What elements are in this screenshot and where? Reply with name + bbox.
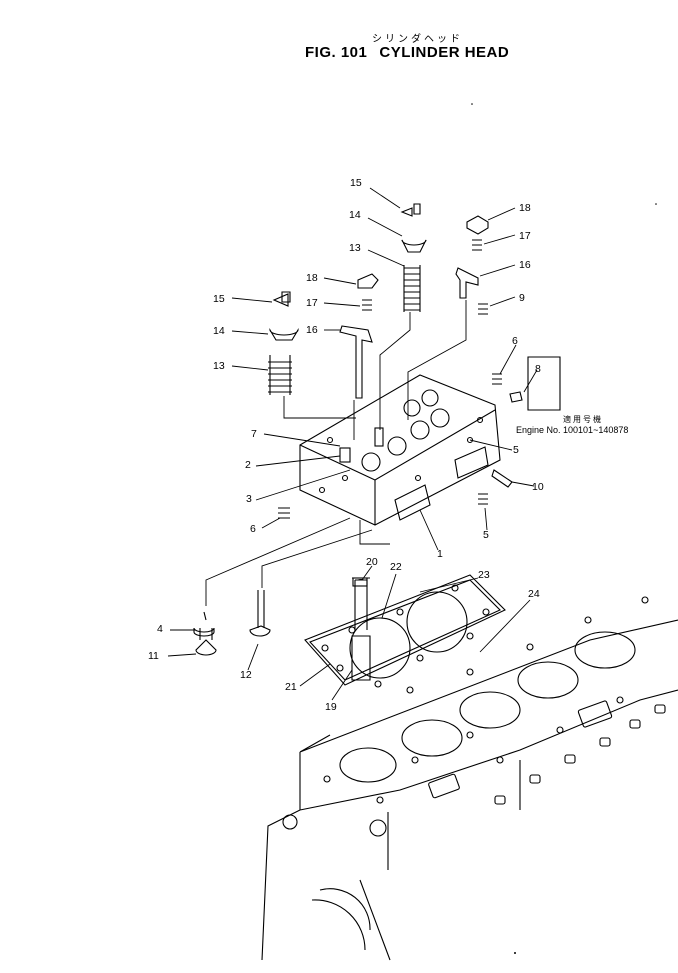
callout-23: 23: [478, 569, 490, 581]
leader-lines: [167, 187, 538, 701]
callout-16: 16: [519, 259, 531, 271]
applicability-label-japanese: 適用号機: [563, 415, 603, 424]
callout-12: 12: [240, 669, 252, 681]
callout-5: 5: [513, 444, 519, 456]
callout-13: 13: [349, 242, 361, 254]
callout-8: 8: [535, 363, 541, 375]
callout-10: 10: [532, 481, 544, 493]
callout-14: 14: [349, 209, 361, 221]
callout-7: 7: [251, 428, 257, 440]
engine-range-label: Engine No. 100101~140878: [516, 425, 629, 435]
cylinder-head-drawing: [299, 374, 501, 526]
callout-18: 18: [519, 202, 531, 214]
figure-title: FIG. 101 CYLINDER HEAD: [305, 44, 521, 61]
figure-title-japanese: シリンダヘッド: [372, 34, 463, 45]
callout-6: 6: [512, 335, 518, 347]
callout-18: 18: [306, 272, 318, 284]
callout-17: 17: [306, 297, 318, 309]
callout-22: 22: [390, 561, 402, 573]
callout-19: 19: [325, 701, 337, 713]
figure-name: CYLINDER HEAD: [379, 44, 510, 61]
callout-labels: 15 14 13 18 17 16 9 18 17 16 15 14 13 6 …: [148, 177, 544, 713]
callout-5: 5: [483, 529, 489, 541]
callout-20: 20: [366, 556, 378, 568]
figure-number: FIG. 101: [305, 44, 368, 61]
callout-17: 17: [519, 230, 531, 242]
callout-6: 6: [250, 523, 256, 535]
callout-16: 16: [306, 324, 318, 336]
callout-2: 2: [245, 459, 251, 471]
callout-15: 15: [213, 293, 225, 305]
valve-train-parts-drawing: [193, 203, 523, 681]
callout-14: 14: [213, 325, 225, 337]
callout-21: 21: [285, 681, 297, 693]
callout-1: 1: [437, 548, 443, 560]
cylinder-block-drawing: [261, 596, 678, 961]
callout-24: 24: [528, 588, 540, 600]
callout-3: 3: [246, 493, 252, 505]
callout-11: 11: [148, 650, 159, 662]
callout-13: 13: [213, 360, 225, 372]
callout-15: 15: [350, 177, 362, 189]
callout-9: 9: [519, 292, 525, 304]
head-gasket-drawing: [304, 574, 506, 688]
callout-4: 4: [157, 623, 163, 635]
engine-range-bracket: [527, 356, 561, 411]
